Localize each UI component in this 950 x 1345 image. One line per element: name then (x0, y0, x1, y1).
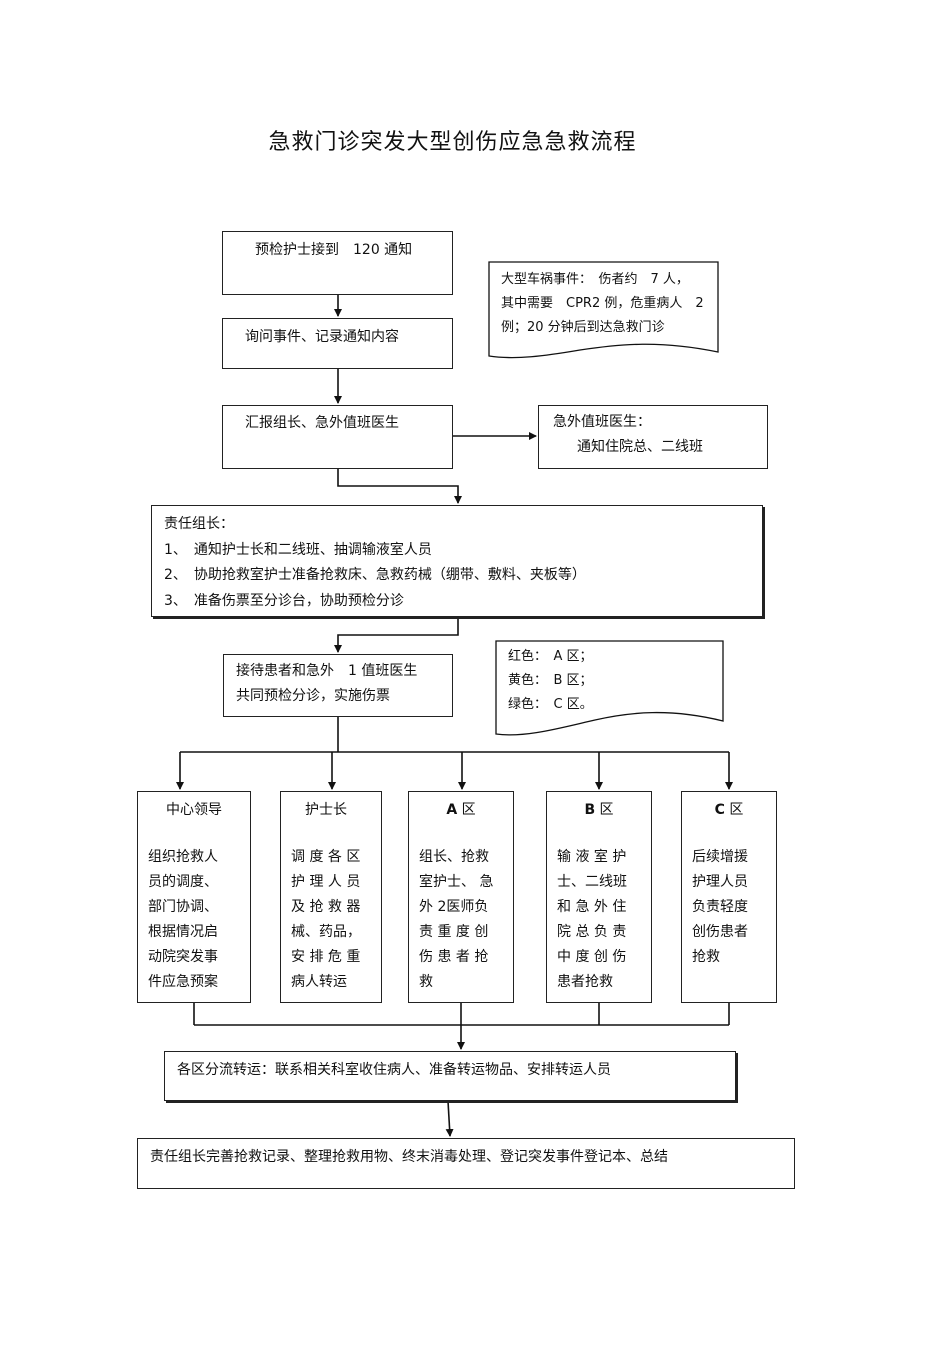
zone-suffix: 区 (457, 802, 476, 818)
zone-letter: B (584, 802, 596, 818)
zone-suffix: 区 (595, 802, 614, 818)
zone-suffix: 区 (724, 802, 744, 818)
column-line: 员的调度、 (148, 874, 218, 890)
arrow-transfer-final (445, 1100, 454, 1137)
node-receive-notice-text: 预检护士接到 120 通知 (255, 242, 413, 258)
column-line: 士、二线班 (557, 874, 627, 890)
column-line: 病人转运 (291, 974, 347, 990)
column-line: 和 急 外 住 (557, 899, 627, 915)
column-line: 责 重 度 创 (419, 924, 489, 940)
column-line: 中 度 创 伤 (557, 949, 627, 965)
column-zone-c: C 区 后续增援 护理人员 负责轻度 创伤患者 抢救 (681, 791, 777, 1003)
leader-item: 2、 协助抢救室护士准备抢救床、急救药械（绷带、敷料、夹板等） (164, 567, 586, 583)
column-line: 调 度 各 区 (291, 849, 361, 865)
column-line: 创伤患者 (692, 924, 748, 940)
node-final-text: 责任组长完善抢救记录、整理抢救用物、终末消毒处理、登记突发事件登记本、总结 (150, 1149, 668, 1165)
leader-item: 3、 准备伤票至分诊台，协助预检分诊 (164, 592, 404, 609)
note-event-line1: 大型车祸事件： 伤者约 7 人， (501, 272, 689, 287)
node-report-leader: 汇报组长、急外值班医生 (222, 405, 453, 469)
arrow-leader-triage (334, 617, 459, 653)
column-zone-a: A 区 组长、抢救 室护士、 急 外 2医师负 责 重 度 创 伤 患 者 抢 … (408, 791, 514, 1003)
column-line: 外 2医师负 (419, 899, 489, 915)
note-zones-shape (495, 640, 724, 736)
note-event: 大型车祸事件： 伤者约 7 人， 其中需要 CPR2 例，危重病人 2 例；20… (489, 262, 718, 358)
column-line: 负责轻度 (692, 899, 748, 915)
column-line: 抢救 (692, 949, 720, 965)
triage-line2: 共同预检分诊，实施伤票 (236, 688, 390, 704)
note-event-line2: 其中需要 CPR2 例，危重病人 2 (501, 296, 704, 311)
column-line: 室护士、 急 (419, 874, 494, 890)
triage-line1: 接待患者和急外 1 值班医生 (236, 663, 418, 679)
node-record-event-text: 询问事件、记录通知内容 (245, 329, 399, 345)
node-transfer: 各区分流转运：联系相关科室收住病人、准备转运物品、安排转运人员 (164, 1051, 736, 1101)
node-transfer-text: 各区分流转运：联系相关科室收住病人、准备转运物品、安排转运人员 (177, 1062, 611, 1078)
column-line: 伤 患 者 抢 (419, 949, 489, 965)
note-event-shape (488, 261, 719, 359)
note-event-line3: 例；20 分钟后到达急救门诊 (501, 320, 665, 335)
node-final: 责任组长完善抢救记录、整理抢救用物、终末消毒处理、登记突发事件登记本、总结 (137, 1138, 795, 1189)
column-line: 件应急预案 (148, 974, 218, 990)
column-head: 护士长 (305, 802, 347, 818)
column-line: 输 液 室 护 (557, 849, 627, 865)
note-zones-line1: 红色： A 区； (508, 649, 593, 664)
arrow-n3-leader (337, 468, 462, 504)
column-line: 患者抢救 (557, 974, 613, 990)
column-line: 护 理 人 员 (291, 874, 361, 890)
note-zones-line3: 绿色： C 区。 (508, 697, 593, 712)
node-report-leader-text: 汇报组长、急外值班医生 (245, 415, 399, 431)
column-line: 护理人员 (692, 874, 748, 890)
leader-item: 1、 通知护士长和二线班、抽调输液室人员 (164, 541, 432, 558)
column-line: 院 总 负 责 (557, 924, 627, 940)
node-triage: 接待患者和急外 1 值班医生 共同预检分诊，实施伤票 (223, 654, 453, 717)
side-doctor-line1: 急外值班医生： (553, 414, 651, 430)
column-line: 组长、抢救 (419, 849, 489, 865)
column-line: 根据情况启 (148, 924, 218, 940)
column-line: 械、药品， (291, 924, 361, 940)
node-record-event: 询问事件、记录通知内容 (222, 318, 453, 369)
node-side-doctor: 急外值班医生： 通知住院总、二线班 (538, 405, 768, 469)
column-line: 组织抢救人 (148, 849, 218, 865)
column-line: 后续增援 (692, 849, 748, 865)
leader-head: 责任组长： (164, 516, 234, 532)
column-line: 动院突发事 (148, 949, 218, 965)
side-doctor-line2: 通知住院总、二线班 (577, 439, 703, 455)
column-zone-b: B 区 输 液 室 护 士、二线班 和 急 外 住 院 总 负 责 中 度 创 … (546, 791, 652, 1003)
zone-letter: A (446, 802, 458, 818)
note-zones-line2: 黄色： B 区； (508, 673, 593, 688)
node-responsible-leader: 责任组长： 1、 通知护士长和二线班、抽调输液室人员 2、 协助抢救室护士准备抢… (151, 505, 763, 617)
page-title: 急救门诊突发大型创伤应急急救流程 (268, 130, 637, 155)
column-head: 中心领导 (166, 802, 222, 818)
column-line: 救 (419, 974, 433, 990)
note-zones: 红色： A 区； 黄色： B 区； 绿色： C 区。 (496, 641, 723, 736)
column-line: 及 抢 救 器 (291, 899, 361, 915)
node-receive-notice: 预检护士接到 120 通知 (222, 231, 453, 295)
column-head-nurse: 护士长 调 度 各 区 护 理 人 员 及 抢 救 器 械、药品， 安 排 危 … (280, 791, 382, 1003)
zone-letter: C (714, 802, 725, 818)
column-line: 部门协调、 (148, 899, 218, 915)
column-line: 安 排 危 重 (291, 949, 361, 965)
column-center-leader: 中心领导 组织抢救人 员的调度、 部门协调、 根据情况启 动院突发事 件应急预案 (137, 791, 251, 1003)
